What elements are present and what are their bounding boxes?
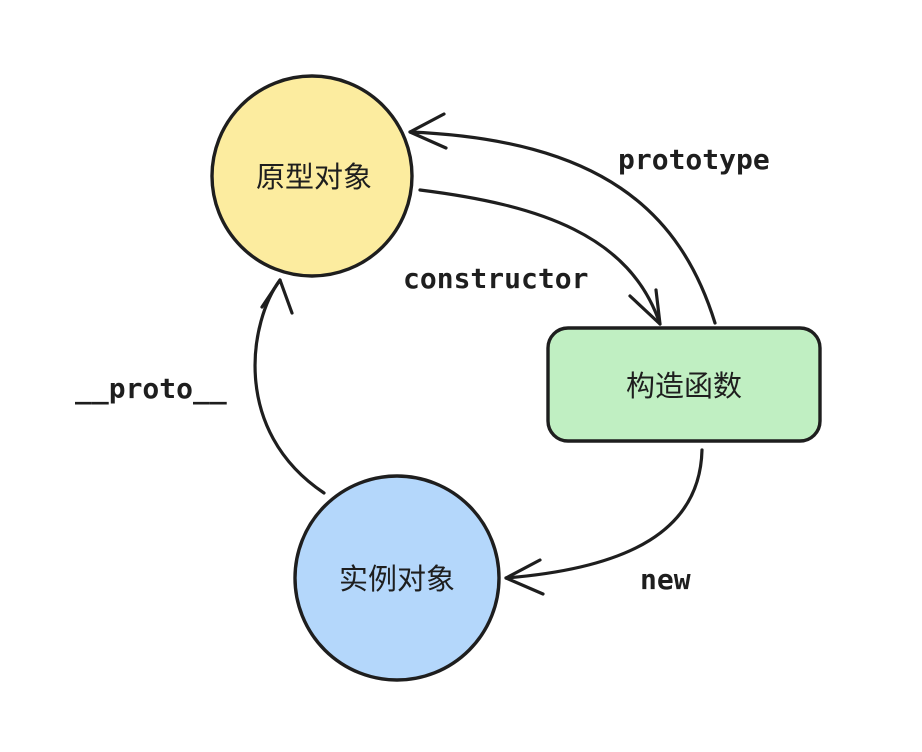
prototype-object-circle — [210, 74, 414, 278]
constructor-arrow-head — [628, 288, 662, 326]
instance-object-circle — [293, 474, 501, 682]
node-instance-object[interactable]: 实例对象 — [293, 474, 501, 682]
constructor-function-box — [546, 326, 822, 443]
node-prototype-object[interactable]: 原型对象 — [210, 74, 414, 278]
edge-proto: __proto__ — [75, 278, 326, 495]
new-edge-label: new — [640, 563, 691, 596]
proto-arrow-head — [260, 278, 294, 315]
node-constructor-function[interactable]: 构造函数 — [546, 326, 822, 443]
edge-prototype: prototype — [408, 112, 770, 325]
proto-edge-label: __proto__ — [75, 372, 227, 405]
prototype-arrow-line — [408, 130, 717, 325]
prototype-edge-label: prototype — [618, 143, 770, 176]
prototype-object-label: 原型对象 — [256, 160, 372, 194]
proto-arrow-line — [253, 278, 326, 495]
instance-object-label: 实例对象 — [339, 562, 455, 596]
new-arrow-head — [504, 558, 545, 596]
constructor-arrow-line — [418, 188, 662, 326]
edge-new: new — [504, 448, 704, 596]
prototype-arrow-head — [408, 112, 448, 150]
edge-constructor: constructor — [403, 188, 662, 326]
constructor-edge-label: constructor — [403, 262, 588, 295]
new-arrow-line — [504, 448, 704, 580]
constructor-function-label: 构造函数 — [626, 369, 742, 403]
